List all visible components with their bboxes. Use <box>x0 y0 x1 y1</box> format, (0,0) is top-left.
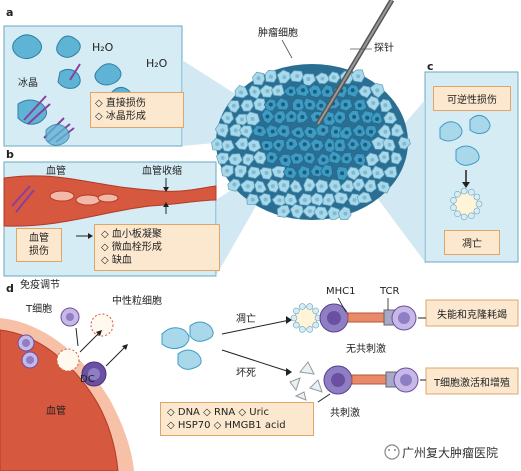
tumor-mass <box>211 64 411 221</box>
apoptosis-text-c: 凋亡 <box>462 239 482 250</box>
activation-box <box>425 367 519 395</box>
vessel-label-d: 血管 <box>46 406 66 417</box>
panel-d-vessel <box>0 318 134 471</box>
ischemia-item: ◇ 缺血 <box>101 255 132 266</box>
anergy-box <box>425 299 519 327</box>
necrosis-arrow-label: 坏死 <box>236 368 256 379</box>
damps-row-1: ◇ DNA ◇ RNA ◇ Uric <box>167 407 269 418</box>
vascular-effects-box: ◇ 血小板凝聚 ◇ 微血栓形成 ◇ 缺血 <box>94 224 220 271</box>
watermark-text: 广州复大肿瘤医院 <box>402 446 499 460</box>
watermark-icon <box>384 444 400 460</box>
anergy-text: 失能和克隆耗竭 <box>437 309 507 321</box>
panel-b-vessel <box>3 175 217 239</box>
t-cell-label: T细胞 <box>26 304 53 315</box>
panel-d-free-cells <box>60 307 128 367</box>
panel-c-cells <box>439 114 491 221</box>
microthrombus-item: ◇ 微血栓形成 <box>101 242 162 253</box>
probe-label: 探针 <box>374 43 394 54</box>
immune-regulation-label: 免疫调节 <box>20 280 60 291</box>
dc-label: DC <box>80 374 95 385</box>
direct-damage-box: ◇ 直接损伤 ◇ 冰晶形成 <box>90 92 184 128</box>
no-costim-label: 无共刺激 <box>346 344 386 355</box>
damps-row-2: ◇ HSP70 ◇ HMGB1 acid <box>167 420 286 431</box>
vasoconstriction-label: 血管收缩 <box>142 166 182 177</box>
panel-b-letter: b <box>6 148 14 161</box>
tcr-label: TCR <box>380 286 400 297</box>
panel-a-letter: a <box>6 6 14 19</box>
panel-d-letter: d <box>6 282 14 295</box>
mhc1-label: MHC1 <box>326 286 356 297</box>
panel-d-center-cells <box>161 316 292 376</box>
reversible-damage-box: 可逆性损伤 <box>433 86 511 111</box>
vascular-injury-text: 血管损伤 <box>29 233 49 257</box>
h2o-label-1: H₂O <box>92 41 114 54</box>
damps-box: ◇ DNA ◇ RNA ◇ Uric ◇ HSP70 ◇ HMGB1 acid <box>160 402 314 436</box>
direct-damage-item: ◇ 直接损伤 <box>95 98 146 109</box>
activation-text-wrap: T细胞激活和增殖 <box>426 368 518 394</box>
panel-c-letter: c <box>427 60 434 73</box>
apoptosis-arrow-label: 凋亡 <box>236 314 256 325</box>
tumor-pointer <box>281 39 293 59</box>
ice-formation-item: ◇ 冰晶形成 <box>95 111 146 122</box>
anergy-text-wrap: 失能和克隆耗竭 <box>426 300 518 326</box>
reversible-damage-text: 可逆性损伤 <box>447 95 497 106</box>
h2o-label-2: H₂O <box>146 57 168 70</box>
neutrophil-label: 中性粒细胞 <box>112 296 162 307</box>
panel-d-top-interaction <box>290 297 417 333</box>
activation-text: T细胞激活和增殖 <box>433 377 511 389</box>
tumor-cell-label: 肿瘤细胞 <box>258 28 298 39</box>
ice-crystal-label: 冰晶 <box>18 78 38 89</box>
panel-d-bottom-interaction <box>289 361 419 403</box>
apoptosis-box-c: 凋亡 <box>444 230 500 255</box>
costim-label: 共刺激 <box>330 408 360 419</box>
platelet-aggregation-item: ◇ 血小板凝聚 <box>101 229 162 240</box>
vessel-label-b: 血管 <box>46 166 66 177</box>
vascular-injury-box: 血管损伤 <box>16 228 62 262</box>
